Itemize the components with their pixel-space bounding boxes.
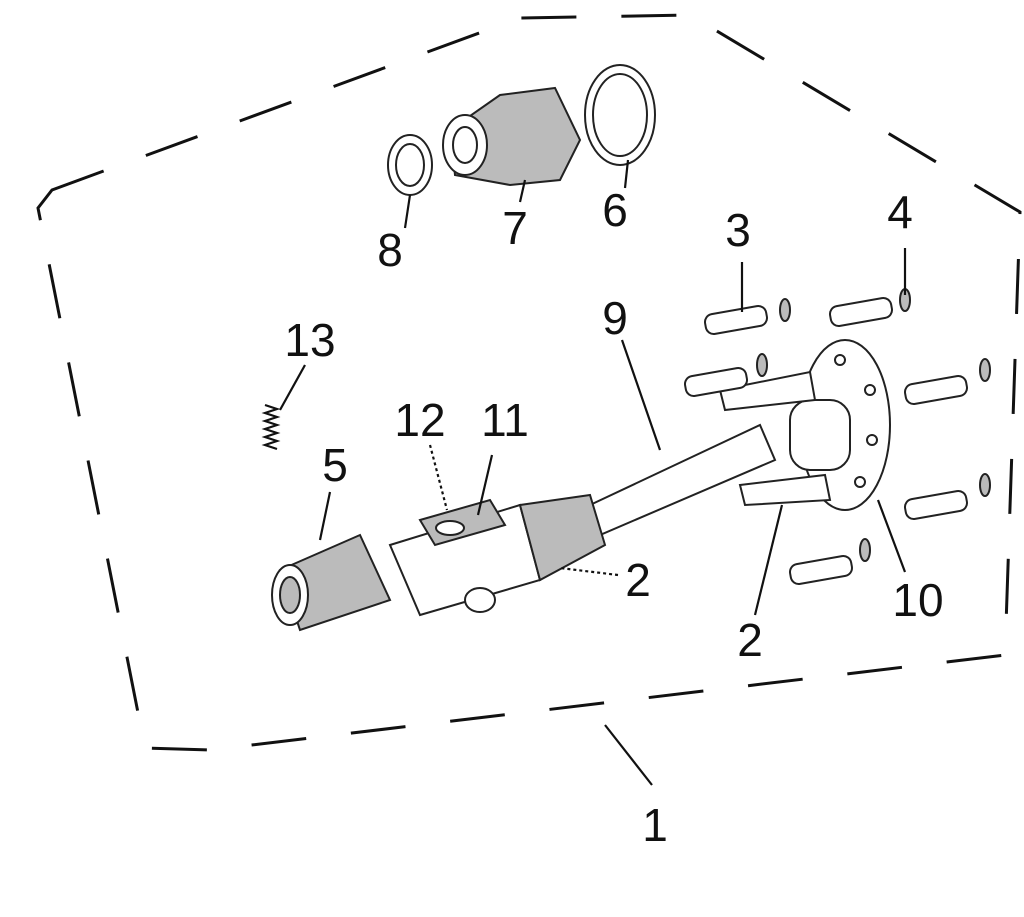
callout-7: 7 bbox=[502, 202, 528, 254]
part-9-shaft bbox=[588, 423, 777, 537]
callout-8: 8 bbox=[377, 224, 403, 276]
callout-4: 4 bbox=[887, 186, 913, 238]
part-13-spring bbox=[261, 403, 281, 451]
callout-12: 12 bbox=[394, 394, 445, 446]
part-10-flange bbox=[718, 339, 891, 511]
part-6-ring bbox=[584, 64, 656, 166]
callout-9: 9 bbox=[602, 292, 628, 344]
leader-lines bbox=[279, 159, 907, 786]
callout-2a: 2 bbox=[625, 554, 651, 606]
part-3-bolts bbox=[684, 297, 968, 585]
callout-2b: 2 bbox=[737, 614, 763, 666]
callout-1: 1 bbox=[642, 799, 668, 851]
callout-13: 13 bbox=[284, 314, 335, 366]
callout-11: 11 bbox=[481, 394, 529, 446]
callout-5: 5 bbox=[322, 439, 348, 491]
callout-6: 6 bbox=[602, 184, 628, 236]
part-8-ring bbox=[387, 134, 433, 196]
part-5-yoke bbox=[271, 533, 392, 632]
callout-10: 10 bbox=[892, 574, 943, 626]
universal-joint bbox=[388, 493, 607, 617]
callout-3: 3 bbox=[725, 204, 751, 256]
part-7-boot bbox=[442, 86, 582, 187]
assembly-boundary bbox=[36, 13, 1022, 752]
